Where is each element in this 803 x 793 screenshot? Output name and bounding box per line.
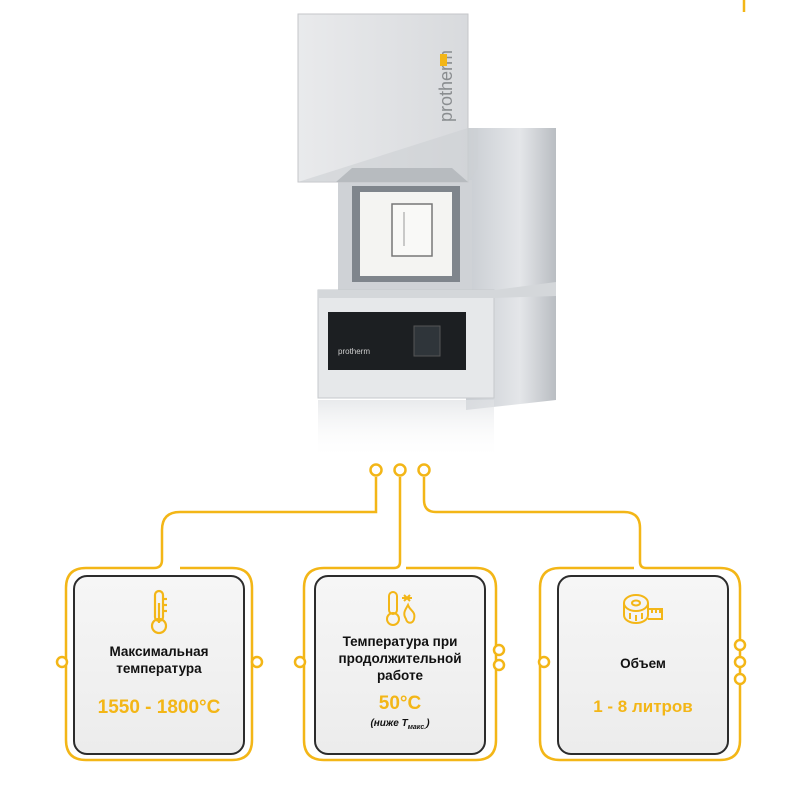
- card-label-line: продолжительной: [338, 651, 462, 666]
- card-note: (ниже Tмакс.): [370, 718, 430, 731]
- card-max-temperature: Максимальная температура 1550 - 1800°C: [73, 575, 245, 755]
- card-value: 50°C: [378, 693, 422, 714]
- card-label-line: температура: [116, 661, 202, 676]
- thermo-fire-icon: [386, 591, 416, 626]
- card-continuous-temperature: Температура при продолжительной работе 5…: [314, 575, 486, 755]
- measuring-tape-icon: [623, 594, 663, 625]
- card-label-line: Объем: [620, 656, 666, 671]
- thermometer-icon: [150, 589, 168, 635]
- card-label-line: Максимальная: [109, 644, 209, 659]
- svg-text:protherm: protherm: [338, 347, 370, 356]
- card-label-line: Температура при: [342, 634, 458, 649]
- card-value: 1 - 8 литров: [593, 697, 693, 716]
- furnace-image: protherm protherm: [297, 13, 556, 460]
- card-volume: Объем 1 - 8 литров: [557, 575, 729, 755]
- card-label-line: работе: [376, 668, 424, 683]
- card-value: 1550 - 1800°C: [97, 697, 221, 718]
- svg-text:protherm: protherm: [436, 50, 456, 122]
